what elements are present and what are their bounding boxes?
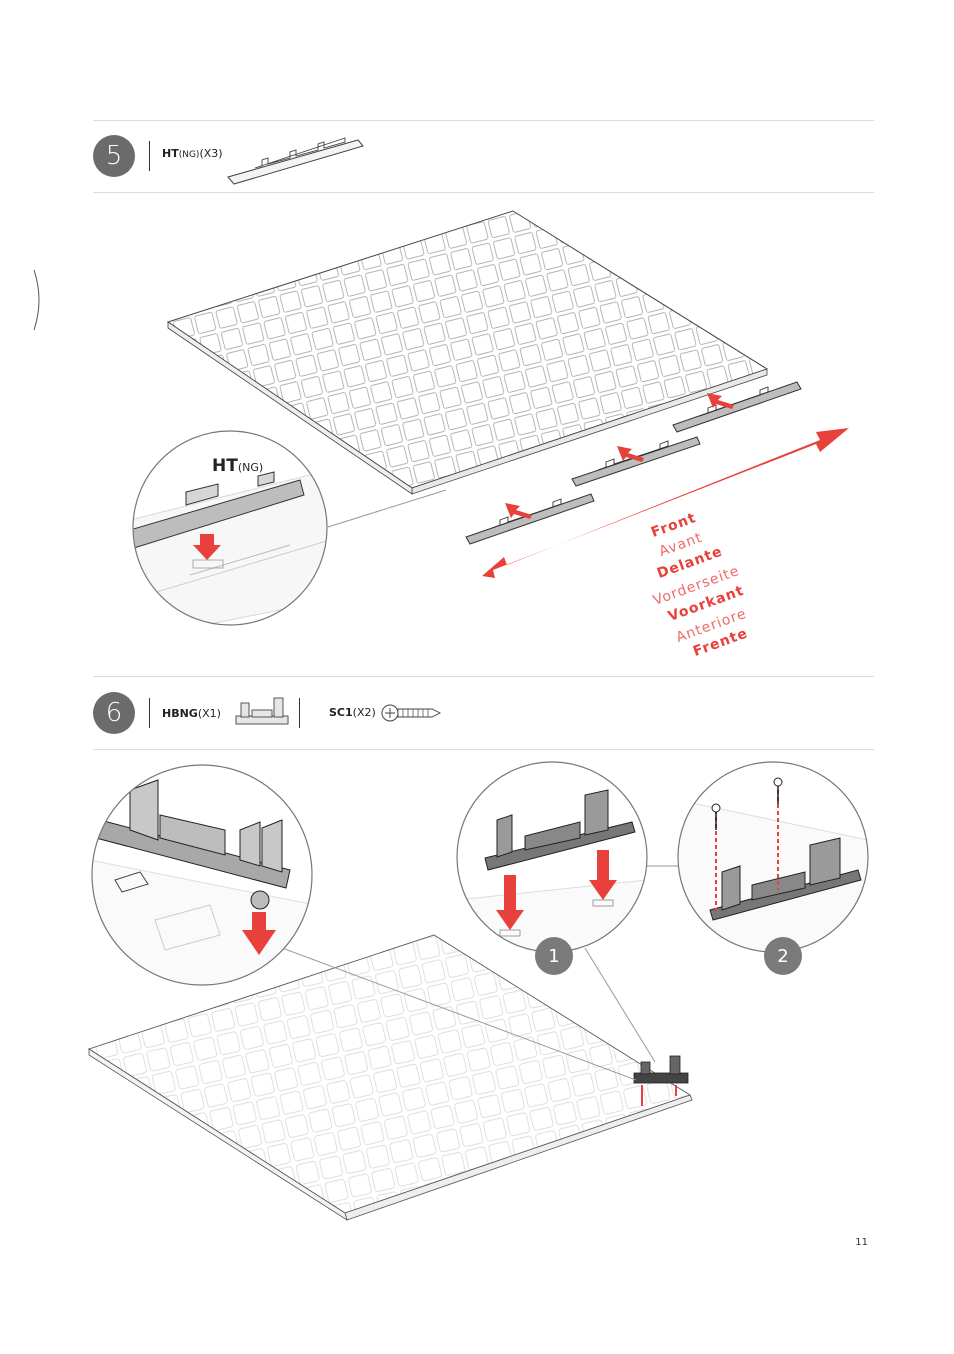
- screw-icon: [381, 704, 442, 722]
- part2-qty: (X2): [352, 706, 376, 719]
- hbng-detail-callout: [91, 764, 313, 986]
- sub-step-2-callout: [677, 761, 869, 953]
- sub-step-2-number: 2: [764, 937, 802, 975]
- ht-detail-callout: [132, 430, 447, 626]
- step-6-number: 6: [93, 692, 135, 734]
- top-rule: [93, 120, 874, 121]
- callout-variant: (NG): [237, 461, 264, 474]
- ht-rail-1: [672, 381, 802, 433]
- part1-code: HBNG: [162, 707, 198, 720]
- step5-separator: [149, 141, 150, 171]
- ht-callout-label: HT(NG): [212, 456, 263, 476]
- step6-separator-1: [149, 698, 150, 728]
- sub-step-1-number: 1: [535, 937, 573, 975]
- ht-rail-icon: [227, 137, 364, 185]
- step6-header-rule: [93, 749, 874, 750]
- front-direction-arrow: [482, 428, 849, 578]
- page-number: 11: [855, 1237, 868, 1248]
- step6-part2-label: SC1(X2): [329, 706, 376, 719]
- part-qty: (X3): [199, 147, 223, 160]
- step5-header-rule: [93, 192, 874, 193]
- step-5-number: 5: [93, 135, 135, 177]
- step5-part-label: HT(NG)(X3): [162, 147, 223, 160]
- floor-grid-step6: [87, 934, 693, 1221]
- ht-rail-2: [571, 436, 701, 487]
- step6-separator-2: [299, 698, 300, 728]
- step6-part1-label: HBNG(X1): [162, 707, 221, 720]
- part-code: HT: [162, 147, 179, 160]
- arrow-icon: [505, 393, 734, 519]
- part2-code: SC1: [329, 706, 353, 719]
- part-variant: (NG): [178, 150, 200, 160]
- sub-step-1-callout: [456, 761, 648, 953]
- step6-top-rule: [93, 676, 874, 677]
- hbng-bracket-icon: [235, 697, 289, 725]
- callout-code: HT: [212, 456, 238, 476]
- part1-qty: (X1): [197, 707, 221, 720]
- hbng-on-panel: [633, 1055, 689, 1106]
- floor-grid-step5: [166, 210, 769, 495]
